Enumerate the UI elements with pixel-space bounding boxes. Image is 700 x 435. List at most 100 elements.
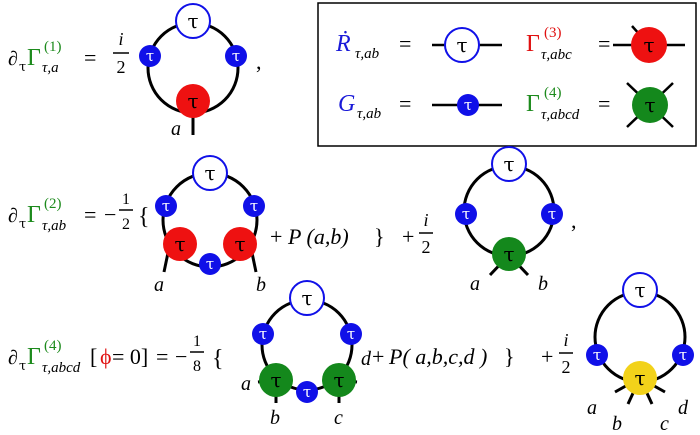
legend-box	[317, 2, 697, 147]
tau-label: τ	[234, 232, 245, 256]
tau-label: τ	[204, 161, 215, 185]
legend-gamma4-equals: =	[598, 91, 610, 116]
gamma4-symbol: Γ	[27, 344, 41, 370]
eq2-permutation: P (a,b)	[287, 224, 349, 249]
eq3-plus: +	[372, 344, 384, 369]
tau-label: τ	[303, 383, 311, 401]
tau-label: τ	[270, 368, 281, 392]
tau-label: τ	[464, 96, 472, 114]
leg-label-a: a	[470, 273, 480, 295]
eq1-frac-num: i	[118, 29, 123, 49]
green-vertex-icon	[322, 363, 356, 397]
legend-gamma4-symbol: Γ	[526, 91, 540, 117]
tau-label: τ	[206, 255, 214, 273]
leg-label-b: b	[612, 413, 622, 435]
equation-gamma4: ∂ τ Γ (4) τ,abcd [ ϕ = 0] = − 1 8 { τ τ …	[8, 272, 694, 435]
propagator-vertex-icon	[296, 381, 318, 403]
single-scale-vertex-icon	[289, 280, 325, 316]
leg-label-b: b	[270, 407, 280, 429]
leg-label-a: a	[171, 118, 181, 140]
legend-gamma3-sub: τ,abc	[541, 47, 572, 63]
gamma1-symbol: Γ	[27, 45, 41, 71]
red-vertex-icon	[163, 227, 197, 261]
tau-label: τ	[187, 89, 198, 113]
legend-R-sub: τ,ab	[355, 46, 380, 62]
single-scale-vertex-icon	[175, 3, 211, 39]
eq2-plus2: +	[402, 224, 414, 249]
gamma2-sup: (2)	[44, 196, 62, 212]
red-vertex-icon	[176, 84, 210, 118]
tau-label: τ	[634, 278, 645, 302]
tau-label: τ	[462, 205, 470, 223]
leg-label-c: c	[660, 413, 669, 435]
leg-label-a: a	[241, 373, 251, 395]
gamma4-sup: (4)	[44, 338, 62, 354]
legend-gamma4-sub: τ,abcd	[541, 107, 580, 123]
tau-label: τ	[593, 346, 601, 364]
partial-symbol: ∂	[8, 347, 18, 369]
yellow-vertex-icon	[623, 361, 657, 395]
single-scale-vertex-icon	[491, 146, 527, 182]
gamma2-symbol: Γ	[27, 202, 41, 228]
single-scale-vertex-icon	[444, 27, 480, 63]
legend-gamma3-sup: (3)	[544, 25, 562, 41]
tau-label: τ	[548, 205, 556, 223]
gamma1-sup: (1)	[44, 39, 62, 55]
propagator-vertex-icon	[457, 94, 479, 116]
eq2-plus: +	[270, 224, 282, 249]
green-vertex-icon	[259, 363, 293, 397]
partial-sub-tau: τ	[19, 359, 26, 374]
tau-label: τ	[679, 346, 687, 364]
propagator-vertex-icon	[252, 323, 274, 345]
leg-label-b: b	[538, 273, 548, 295]
eq2-frac2-den: 2	[422, 237, 431, 257]
eq1-equals: =	[84, 45, 96, 70]
propagator-vertex-icon	[455, 203, 477, 225]
leg-label-d: d	[361, 348, 372, 370]
legend-G-symbol: G	[338, 91, 355, 117]
leg-label-a: a	[587, 397, 597, 419]
propagator-vertex-icon	[586, 344, 608, 366]
legend-G-sub: τ,ab	[357, 106, 382, 122]
legend-gamma3-symbol: Γ	[526, 31, 540, 57]
tau-label: τ	[146, 47, 154, 65]
eq3-frac2-num: i	[563, 330, 568, 350]
eq2-equals: =	[84, 202, 96, 227]
eq3-equals: =	[156, 344, 168, 369]
tau-label: τ	[456, 33, 467, 57]
red-vertex-icon	[631, 27, 667, 63]
tau-label: τ	[503, 242, 514, 266]
eq3-permutation: P( a,b,c,d )	[388, 344, 487, 369]
tau-label: τ	[644, 93, 655, 117]
eq3-frac2-den: 2	[562, 357, 571, 377]
eq2-rbrace: }	[374, 224, 385, 249]
legend-gamma3-equals: =	[598, 31, 610, 56]
eq2-frac-num: 1	[122, 191, 130, 208]
equation-gamma2: ∂ τ Γ (2) τ,ab = − 1 2 { τ τ τ τ τ τ a b…	[8, 146, 577, 296]
eq2-lbrace: {	[138, 204, 150, 230]
eq1-comma: ,	[256, 49, 262, 74]
propagator-vertex-icon	[199, 253, 221, 275]
legend-R-equals: =	[399, 31, 411, 56]
legend-gamma4-sup: (4)	[544, 85, 562, 101]
eq2-comma: ,	[571, 208, 577, 233]
tau-label: τ	[634, 366, 645, 390]
eq3-lbrace: {	[212, 346, 224, 372]
propagator-vertex-icon	[243, 195, 265, 217]
eq2-frac2-num: i	[423, 210, 428, 230]
propagator-vertex-icon	[139, 45, 161, 67]
eq1-frac-den: 2	[117, 57, 126, 77]
green-vertex-icon	[632, 87, 668, 123]
propagator-vertex-icon	[155, 195, 177, 217]
leg-label-b: b	[256, 274, 266, 296]
partial-symbol: ∂	[8, 205, 18, 227]
single-scale-vertex-icon	[622, 272, 658, 308]
eq3-plus2: +	[541, 344, 553, 369]
eq3-rbrace: }	[504, 344, 515, 369]
propagator-vertex-icon	[225, 45, 247, 67]
propagator-vertex-icon	[340, 323, 362, 345]
tau-label: τ	[333, 368, 344, 392]
legend-three-point-vertex: Γ (3) τ,abc = τ	[526, 25, 685, 63]
